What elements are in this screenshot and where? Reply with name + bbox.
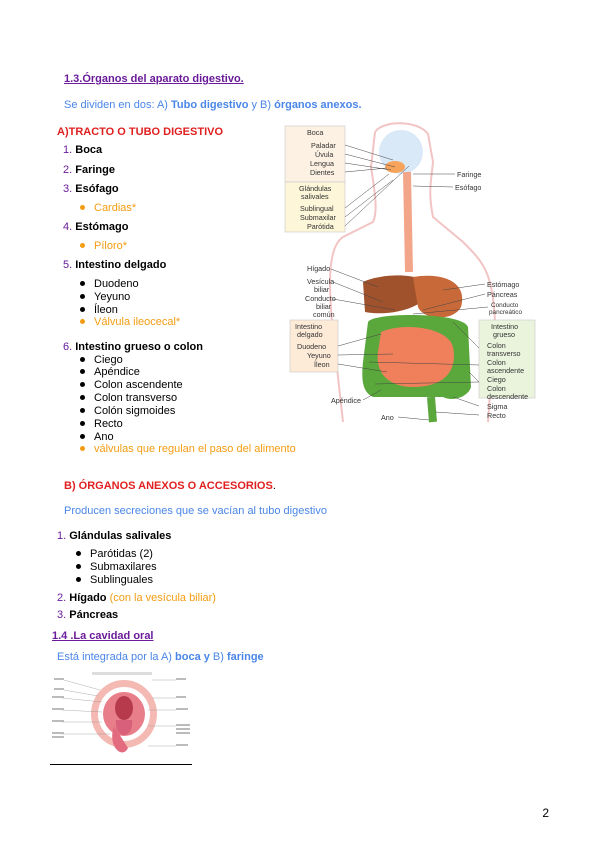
list-item: válvulas que regulan el paso del aliment… [80,443,296,455]
list-item: Píloro* [80,240,127,252]
anexos-heading: B) ÓRGANOS ANEXOS O ACCESORIOS. [64,480,276,492]
diagram-label: Lengua [310,159,334,168]
diagram-label: Colon [487,341,506,350]
diagram-label: biliar [314,285,330,294]
intro-mid: y B) [248,99,275,111]
diagram-label: Colon [487,358,506,367]
anexos-item-pancreas: 3. Páncreas [57,609,119,621]
page-number: 2 [542,806,549,820]
diagram-label: Duodeno [297,342,326,351]
diagram-label: Esófago [455,183,481,192]
esophagus-shape [403,171,413,273]
anexos-item-glandulas: 1. Glándulas salivales [57,530,172,542]
section-intro-1-3: Se dividen en dos: A) Tubo digestivo y B… [64,99,362,111]
list-item: Cardias* [80,202,136,214]
tracto-item-faringe: 2. Faringe [63,164,115,176]
diagram-label: ascendente [487,366,524,375]
diagram-label: Intestino [491,322,518,331]
diagram-label: Dientes [310,168,335,177]
list-item: Colon ascendente [80,379,183,391]
list-item: Recto [80,418,123,430]
diagram-label: Apéndice [331,396,361,405]
diagram-label: Recto [487,411,506,420]
list-item: Ano [80,431,114,443]
diagram-label: Paladar [311,141,336,150]
tracto-heading: A)TRACTO O TUBO DIGESTIVO [57,126,224,138]
diagram-label: Conducto [491,302,519,309]
section-title-1-4: 1.4 .La cavidad oral [52,630,154,642]
diagram-label: Páncreas [487,290,518,299]
list-item: Submaxilares [76,561,157,573]
diagram-label: Hígado [307,264,330,273]
diagram-label: Íleon [314,360,330,369]
diagram-label: Estómago [487,280,519,289]
diagram-label: Sublingual [300,204,334,213]
diagram-label: Ano [381,413,394,422]
stomach-shape [413,275,463,318]
diagram-label: Glándulas [299,184,332,193]
diagram-label: Colon [487,384,506,393]
tracto-item-estomago: 4. Estómago [63,221,129,233]
diagram-label: Vesícula [307,277,334,286]
list-item: Yeyuno [80,291,130,303]
anexos-intro: Producen secreciones que se vacían al tu… [64,505,327,517]
diagram-label: Submaxilar [300,213,337,222]
diagram-label: Faringe [457,170,481,179]
list-item: Colón sigmoides [80,405,175,417]
section-title-1-3: 1.3.Órganos del aparato digestivo. [64,73,244,85]
list-item: Colon transverso [80,392,177,404]
tracto-item-delgado: 5. Intestino delgado [63,259,167,271]
tracto-item-grueso: 6. Intestino grueso o colon [63,341,203,353]
list-item: Apéndice [80,366,140,378]
list-item: Parótidas (2) [76,548,153,560]
diagram-label: grueso [493,330,515,339]
diagram-label: Sigma [487,402,507,411]
diagram-label: Yeyuno [307,351,331,360]
list-item: Duodeno [80,278,139,290]
digestive-system-diagram: Boca Paladar Úvula Lengua Dientes Glándu… [284,122,536,423]
list-item: Sublinguales [76,574,153,586]
list-item: Íleon [80,304,118,316]
leader-lines [330,144,489,421]
list-item: Ciego [80,354,123,366]
intro-b: órganos anexos. [274,99,362,111]
divider [50,764,192,765]
section-intro-1-4: Está integrada por la A) boca y B) farin… [57,651,264,663]
diagram-label: Ciego [487,375,506,384]
diagram-label: descendente [487,392,528,401]
diagram-label: común [313,310,335,319]
diagram-label: delgado [297,330,323,339]
intro-prefix: Se dividen en dos: A) [64,99,172,111]
rectum-shape [427,396,437,423]
diagram-label: biliar [316,302,332,311]
intro-a: Tubo digestivo [171,99,249,111]
small-intestine-shape [377,327,454,387]
diagram-label: Úvula [315,150,333,159]
anexos-item-higado: 2. Hígado (con la vesícula biliar) [57,592,216,604]
oral-cavity-image [52,672,190,753]
liver-shape [363,275,432,314]
tracto-item-boca: 1. Boca [63,144,103,156]
diagram-label: pancreático [489,309,522,316]
glandulas-box [284,181,346,233]
diagram-label: Boca [307,128,323,137]
diagram-label: transverso [487,349,521,358]
list-item: Válvula ileocecal* [80,316,180,328]
grueso-box [478,319,536,399]
diagram-label: Conducto [305,294,336,303]
tracto-item-esofago: 3. Esófago [63,183,119,195]
diagram-label: Parótida [307,222,334,231]
diagram-label: Intestino [295,322,322,331]
diagram-label: salivales [301,192,329,201]
